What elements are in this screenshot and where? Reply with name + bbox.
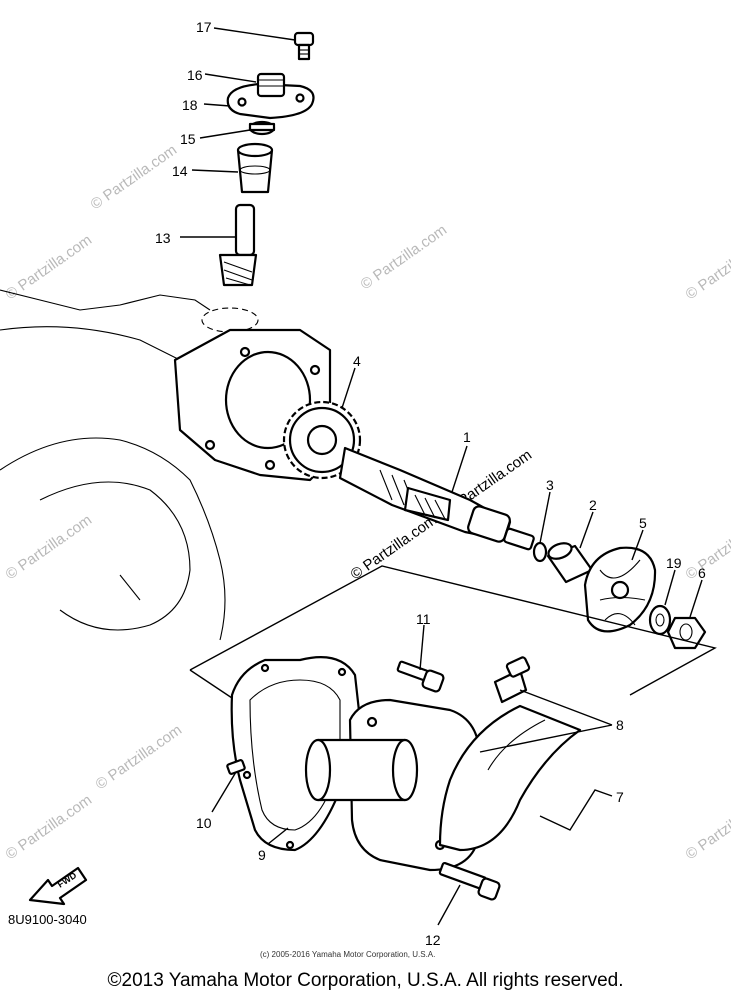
watermark-text: © Partzilla.com (3, 511, 96, 583)
callout-9: 9 (258, 847, 266, 863)
callout-3: 3 (546, 477, 554, 493)
callout-13: 13 (155, 230, 171, 246)
callout-15: 15 (180, 131, 196, 147)
diagram-part-number: 8U9100-3040 (8, 912, 87, 927)
callout-8: 8 (616, 717, 624, 733)
part-8-hose-fitting (493, 656, 531, 704)
fwd-arrow-icon: FWD (28, 866, 88, 906)
callout-19: 19 (666, 555, 682, 571)
callout-18: 18 (182, 97, 198, 113)
leader-lines (180, 27, 703, 926)
callout-16: 16 (187, 67, 203, 83)
callout-14: 14 (172, 163, 188, 179)
part-2-collar (546, 542, 594, 584)
part-17-screw (293, 31, 315, 61)
part-1-impeller-shaft (338, 446, 535, 551)
callout-12: 12 (425, 932, 441, 948)
callout-17: 17 (196, 19, 212, 35)
watermark-text: © Partzilla.com (93, 721, 186, 793)
part-7-hose (438, 704, 582, 852)
part-13-gear-shaft (218, 203, 258, 287)
watermark-text: © Partzilla.com (348, 511, 441, 583)
watermark-text: © Partzilla.com (3, 791, 96, 863)
watermark-text: © Partzilla.com (683, 511, 731, 583)
watermark-text: © Partzilla.com (88, 141, 181, 213)
callout-7: 7 (616, 789, 624, 805)
callout-11: 11 (416, 611, 431, 627)
callout-2: 2 (589, 497, 597, 513)
copyright-footer: ©2013 Yamaha Motor Corporation, U.S.A. A… (107, 970, 624, 991)
small-copyright-text: (c) 2005-2016 Yamaha Motor Corporation, … (260, 950, 436, 959)
watermark-text: © Partzilla.com (358, 221, 451, 293)
part-10-dowel-pin (226, 759, 246, 775)
watermark-text: © Partzilla.com (683, 791, 731, 863)
callout-6: 6 (698, 565, 706, 581)
part-15-seal (248, 120, 276, 136)
part-14-bushing (236, 142, 274, 194)
part-16-housing-plate (226, 72, 315, 120)
watermark-text: © Partzilla.com (3, 231, 96, 303)
watermark-text: © Partzilla.com (683, 231, 731, 303)
callout-5: 5 (639, 515, 647, 531)
part-11-bolt (396, 660, 445, 693)
part-5-impeller (583, 546, 657, 633)
part-3-o-ring (532, 541, 548, 563)
crankcase-outline (0, 289, 332, 641)
part-4-gear (282, 400, 362, 480)
callout-4: 4 (353, 353, 361, 369)
callout-1: 1 (463, 429, 471, 445)
part-6-nut (666, 616, 707, 650)
callout-10: 10 (196, 815, 212, 831)
callout-labels: 17 16 18 15 14 13 4 1 3 2 5 19 6 11 8 7 … (155, 19, 706, 948)
assembly-frame (189, 565, 717, 699)
water-pump-exploded-diagram: © Partzilla.com © Partzilla.com © Partzi… (0, 19, 731, 948)
part-19-washer (648, 604, 672, 636)
part-12-bolt (438, 861, 501, 901)
